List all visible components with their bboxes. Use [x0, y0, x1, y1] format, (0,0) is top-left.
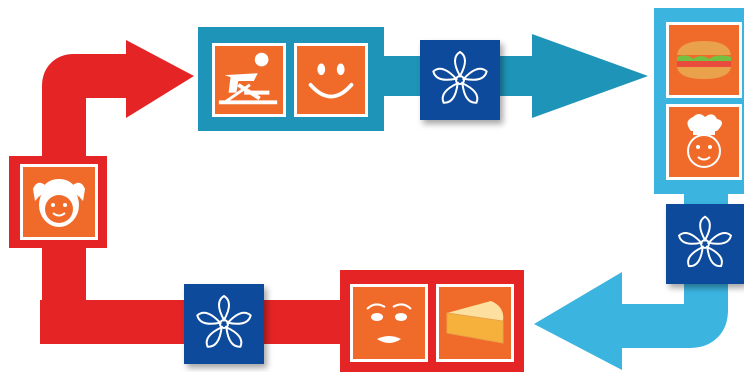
rowing-machine-icon	[218, 52, 278, 105]
flower-icon	[432, 50, 488, 104]
smiley-tile	[294, 43, 368, 117]
flower-connector-bottom	[184, 284, 264, 364]
cheese-tile	[436, 284, 514, 362]
woman-face-tile	[350, 284, 428, 362]
exercise-tile	[212, 43, 286, 117]
flower-icon	[677, 215, 733, 268]
teal-arrowhead	[532, 34, 648, 118]
step-exercise-panel	[198, 27, 384, 131]
flower-connector-right	[666, 204, 744, 284]
red-arrowhead	[126, 40, 194, 118]
step-food-panel	[654, 8, 744, 194]
flower-connector-top	[420, 40, 500, 120]
chef-icon	[687, 114, 722, 168]
step-girl-panel	[9, 156, 107, 248]
red-arrow-up	[42, 54, 130, 340]
cheese-icon	[446, 301, 504, 344]
girl-face-icon	[33, 179, 85, 227]
woman-face-icon	[366, 303, 412, 343]
smiley-face-icon	[308, 63, 354, 99]
sky-arrow-down	[600, 190, 728, 348]
girl-tile	[20, 164, 98, 240]
sandwich-icon	[677, 41, 731, 79]
flower-icon	[196, 294, 252, 348]
sandwich-tile	[666, 22, 742, 98]
sky-arrowhead	[534, 272, 622, 370]
step-result-panel	[340, 270, 524, 372]
chef-tile	[666, 104, 742, 180]
